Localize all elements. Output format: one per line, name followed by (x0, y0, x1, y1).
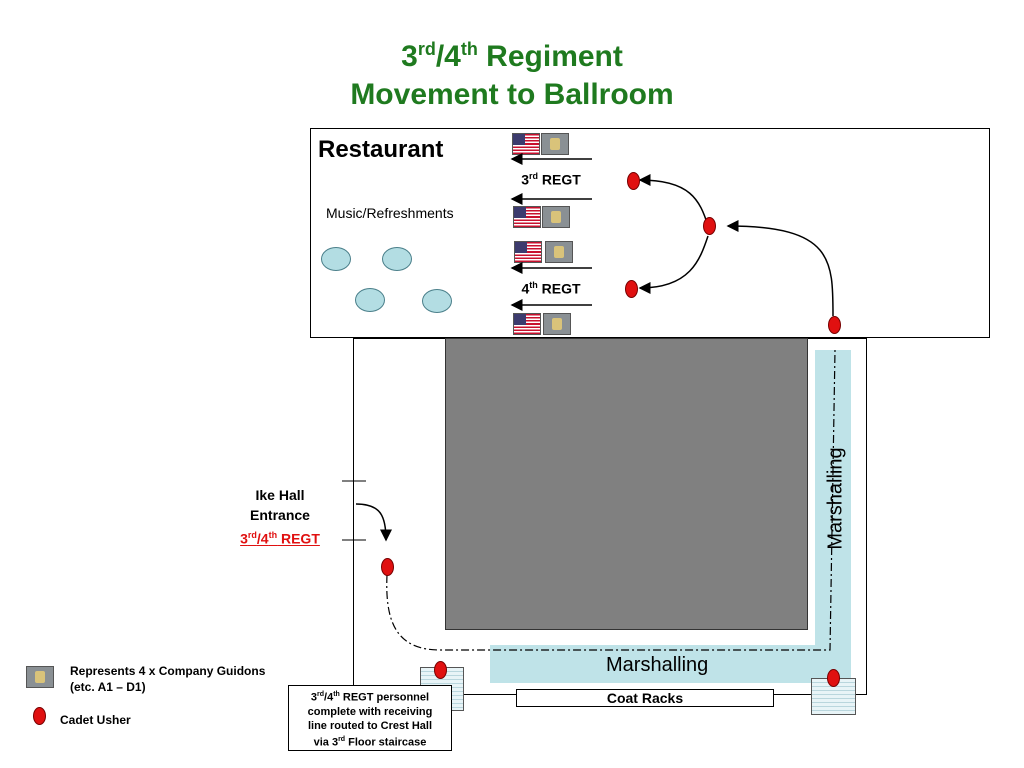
entrance-regt-sup: th (268, 530, 278, 540)
cadet-usher-icon (625, 280, 638, 298)
music-refreshments-label: Music/Refreshments (326, 205, 454, 221)
title-text: Regiment (477, 40, 623, 73)
legend-usher-icon (33, 707, 46, 725)
note-sup: th (333, 691, 340, 698)
note-sup: rd (338, 735, 346, 743)
table-oval (422, 289, 452, 313)
entrance-regt-part: /4 (256, 530, 269, 547)
arrow-curve-3rd (638, 174, 709, 227)
note-sup: rd (317, 691, 325, 698)
table-oval (321, 247, 351, 271)
note-line2: complete with receiving (307, 705, 433, 718)
regt-number: 4 (521, 280, 530, 297)
cadet-usher-icon (381, 558, 394, 576)
ballroom-block (445, 338, 808, 630)
entrance-line2: Entrance (250, 507, 310, 523)
note-part: Floor staircase (345, 736, 427, 749)
title-sup: rd (417, 39, 436, 59)
route-dash-dot (386, 349, 836, 651)
coat-racks: Coat Racks (516, 689, 774, 707)
regt-3-label: 3rd REGT (506, 171, 596, 188)
note-part: via 3 (313, 736, 339, 749)
us-flag-icon (513, 313, 541, 335)
cadet-usher-icon (703, 217, 716, 235)
regt-text: REGT (537, 280, 581, 297)
cadet-usher-icon (627, 172, 640, 190)
slide-title: 3rd/4th Regiment Movement to Ballroom (0, 30, 1024, 114)
entrance-regt: 3rd/4th REGT (224, 525, 336, 549)
entrance-regt-part: 3 (240, 530, 248, 547)
title-number: 3 (401, 40, 418, 73)
title-sup: th (460, 39, 478, 59)
note-part: REGT personnel (339, 691, 430, 704)
arrow-curve-4th (638, 235, 709, 294)
marshalling-horizontal-area (490, 645, 851, 683)
guidon-icon (543, 313, 571, 335)
entrance-regt-sup: rd (247, 530, 257, 540)
table-oval (382, 247, 412, 271)
legend-usher-text: Cadet Usher (60, 713, 131, 727)
regt-sup: rd (529, 171, 538, 181)
guidon-icon (541, 133, 569, 155)
cadet-usher-icon (828, 316, 841, 334)
regt-4-label: 4th REGT (506, 280, 596, 297)
us-flag-icon (512, 133, 540, 155)
note-line4: via 3rd Floor staircase (289, 733, 451, 750)
regt-sup: th (529, 280, 538, 290)
marshalling-vertical-area (815, 350, 851, 683)
regt-text: REGT (538, 171, 581, 188)
note-part: 3 (310, 691, 318, 704)
legend-guidon-icon (26, 666, 54, 688)
marshalling-horizontal-label: Marshalling (606, 654, 709, 676)
regt-number: 3 (521, 171, 529, 188)
guidon-icon (545, 241, 573, 263)
title-number: /4 (435, 40, 461, 73)
guidon-icon (542, 206, 570, 228)
entrance-line1: Ike Hall (255, 487, 305, 503)
title-line2: Movement to Ballroom (350, 78, 674, 111)
arrow-curve-up (726, 220, 834, 317)
us-flag-icon (513, 206, 541, 228)
us-flag-icon (514, 241, 542, 263)
note-line3: line routed to Crest Hall (307, 719, 433, 732)
restaurant-label: Restaurant (318, 136, 444, 163)
entrance-arrow (355, 503, 392, 542)
note-part: /4 (324, 691, 334, 704)
legend-guidon-text: Represents 4 x Company Guidons (etc. A1 … (70, 663, 265, 695)
cadet-usher-icon (827, 669, 840, 687)
legend-guidon-line1: Represents 4 x Company Guidons (70, 664, 266, 678)
note-line1: 3rd/4th REGT personnel (289, 688, 451, 705)
cadet-usher-icon (434, 661, 447, 679)
entrance-label: Ike Hall Entrance 3rd/4th REGT (224, 485, 336, 549)
entrance-regt-part: REGT (277, 530, 320, 547)
table-oval (355, 288, 385, 312)
routing-note: 3rd/4th REGT personnel complete with rec… (288, 685, 452, 751)
legend-guidon-line2: (etc. A1 – D1) (70, 680, 146, 694)
